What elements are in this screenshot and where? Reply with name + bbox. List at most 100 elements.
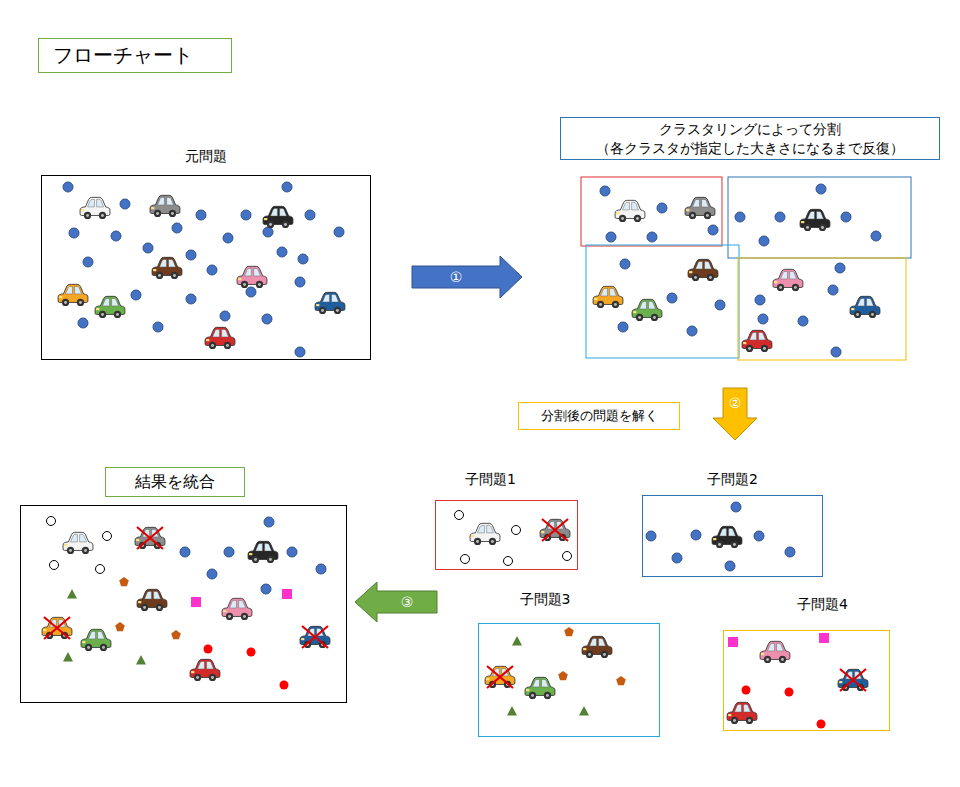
subproblem-3-figure <box>485 627 626 716</box>
dot <box>687 326 697 336</box>
dot <box>828 285 838 295</box>
problem-box: 元問題 <box>41 147 371 360</box>
dot <box>282 182 292 192</box>
dot <box>798 316 808 326</box>
frame <box>435 500 578 570</box>
dot <box>180 547 190 557</box>
car <box>838 669 868 691</box>
note-box: 分割後の問題を解く <box>518 402 680 430</box>
subproblem-box: 子問題1 <box>435 470 578 570</box>
dot <box>620 259 630 269</box>
cluster-rect <box>738 258 906 360</box>
node-heading: 子問題2 <box>707 470 758 490</box>
dot <box>120 199 130 209</box>
car <box>42 617 72 639</box>
car <box>263 206 293 228</box>
red-dot <box>204 645 213 654</box>
dot <box>754 531 764 541</box>
dot <box>334 227 344 237</box>
dot <box>207 265 217 275</box>
node-heading: クラスタリングによって分割 （各クラスタが指定した大きさになるまで反復） <box>560 117 940 160</box>
dot <box>83 257 93 267</box>
cluster-cars <box>593 197 880 352</box>
frame <box>642 495 823 577</box>
dot <box>305 210 315 220</box>
pentagon <box>558 671 568 680</box>
pentagon <box>171 630 181 639</box>
pentagon <box>616 676 626 685</box>
car <box>582 636 612 658</box>
cluster-regions <box>581 177 911 360</box>
triangle <box>507 706 517 716</box>
dot <box>241 210 251 220</box>
car <box>222 598 252 620</box>
subproblem-box: 子問題3 <box>478 590 660 737</box>
dot <box>264 517 274 527</box>
white-dot <box>512 526 521 535</box>
dot <box>691 530 701 540</box>
dot <box>316 564 326 574</box>
car <box>205 327 235 349</box>
triangle <box>63 652 73 662</box>
block-arrow <box>713 388 757 440</box>
square <box>819 633 829 643</box>
triangle <box>512 636 522 646</box>
white-dot <box>455 511 464 520</box>
dot <box>295 277 305 287</box>
car <box>760 641 790 663</box>
dot <box>277 247 287 257</box>
car <box>315 292 345 314</box>
white-dot <box>504 557 513 566</box>
square <box>282 589 292 599</box>
cluster-step: クラスタリングによって分割 （各クラスタが指定した大きさになるまで反復） <box>560 117 940 360</box>
block-arrow <box>355 582 437 622</box>
node-heading: 元問題 <box>185 147 227 167</box>
car <box>58 284 88 306</box>
white-dot <box>563 552 572 561</box>
cross-mark <box>542 519 568 541</box>
dot <box>715 300 725 310</box>
dot <box>835 263 845 273</box>
result-figure <box>42 517 330 690</box>
car <box>632 299 662 321</box>
car <box>81 629 111 651</box>
car <box>615 200 645 222</box>
white-dot <box>47 517 56 526</box>
subproblem-1-figure <box>455 511 572 566</box>
dot <box>153 322 163 332</box>
callout-number: ① <box>450 270 463 284</box>
car <box>727 702 757 724</box>
car <box>540 519 570 541</box>
dot <box>618 322 628 332</box>
red-dot <box>247 648 256 657</box>
cluster-rect <box>581 177 722 246</box>
subproblem-box: 子問題4 <box>723 595 890 731</box>
subproblem-box: 子問題2 <box>642 470 823 577</box>
dot <box>196 210 206 220</box>
car <box>712 526 742 548</box>
cross-mark <box>302 626 328 648</box>
car <box>685 197 715 219</box>
dot <box>131 290 141 300</box>
dot <box>246 287 256 297</box>
car <box>525 677 555 699</box>
red-dot <box>280 681 289 690</box>
pentagon <box>564 627 574 636</box>
dot <box>735 212 745 222</box>
dot <box>298 254 308 264</box>
dot <box>755 295 765 305</box>
dot <box>111 231 121 241</box>
frame <box>20 505 347 703</box>
dot <box>646 531 656 541</box>
cluster-dots <box>600 184 881 357</box>
dot <box>708 225 718 235</box>
car <box>300 626 330 648</box>
car <box>773 269 803 291</box>
car <box>152 257 182 279</box>
dot <box>841 212 851 222</box>
dot <box>287 547 297 557</box>
frame <box>723 630 890 731</box>
triangle <box>579 706 589 716</box>
block-arrow <box>412 256 522 298</box>
